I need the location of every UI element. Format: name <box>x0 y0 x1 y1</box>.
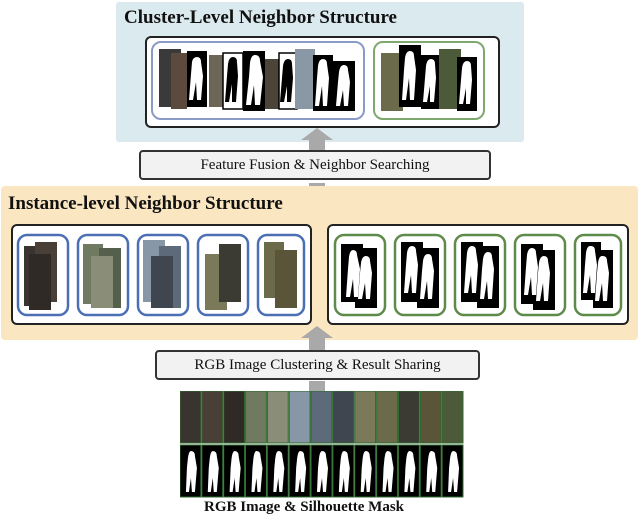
instance-mask-groups <box>333 233 623 317</box>
bottom-caption: RGB Image & Silhouette Mask <box>204 499 404 515</box>
rgb-and-mask-strips <box>179 390 464 499</box>
silhouette-figure <box>338 451 350 492</box>
instance-mask-box <box>327 224 629 325</box>
silhouette-figure <box>229 451 241 492</box>
mask-group-4 <box>513 233 567 317</box>
rgb-thumbnail <box>397 390 420 444</box>
rgb-group-5 <box>256 233 306 317</box>
silhouette-figure <box>404 451 416 492</box>
cluster-images-mixed <box>159 49 355 111</box>
silhouette-figure <box>382 451 394 492</box>
rgb-thumbnail <box>288 390 311 444</box>
cluster-group-mask <box>373 41 485 120</box>
rgb-group-1 <box>16 233 70 317</box>
silhouette-figure <box>317 451 328 492</box>
silhouette-figure <box>251 451 263 492</box>
instance-rgb-box <box>11 224 312 325</box>
mask-group-2 <box>393 233 447 317</box>
silhouette-figure <box>426 451 438 492</box>
feature-fusion-box: Feature Fusion & Neighbor Searching <box>139 150 491 180</box>
rgb-thumbnail <box>332 390 355 444</box>
instance-level-title: Instance-level Neighbor Structure <box>8 193 283 214</box>
silhouette-figure <box>295 451 307 492</box>
rgb-thumbnail <box>441 390 464 444</box>
silhouette-figure <box>207 451 219 492</box>
rgb-thumbnail <box>245 390 267 444</box>
silhouette-figure <box>360 451 372 492</box>
arrow-up-icon <box>301 380 333 393</box>
mask-group-5 <box>573 233 623 317</box>
rgb-thumbnail <box>201 390 224 444</box>
instance-rgb-groups <box>16 233 306 317</box>
rgb-clustering-box: RGB Image Clustering & Result Sharing <box>155 350 480 380</box>
cluster-group-rgb <box>151 41 365 120</box>
cluster-images-masks <box>381 45 477 111</box>
rgb-thumbnail <box>419 390 442 444</box>
rgb-thumbnail <box>266 390 289 444</box>
arrow-up-icon <box>301 326 333 350</box>
rgb-thumbnail <box>223 390 246 444</box>
cluster-level-title: Cluster-Level Neighbor Structure <box>124 7 397 28</box>
rgb-group-2 <box>76 233 130 317</box>
rgb-thumbnail <box>376 390 398 444</box>
rgb-thumbnail <box>179 390 202 444</box>
silhouette-figure <box>273 451 285 492</box>
image-strip-grid <box>179 390 464 498</box>
mask-group-3 <box>453 233 507 317</box>
mask-group-1 <box>333 233 387 317</box>
rgb-thumbnail <box>310 390 333 444</box>
silhouette-figure <box>448 451 460 492</box>
rgb-group-3 <box>136 233 190 317</box>
arrow-up-icon <box>301 128 333 152</box>
rgb-group-4 <box>196 233 250 317</box>
rgb-thumbnail <box>354 390 377 444</box>
silhouette-figure <box>185 451 197 492</box>
